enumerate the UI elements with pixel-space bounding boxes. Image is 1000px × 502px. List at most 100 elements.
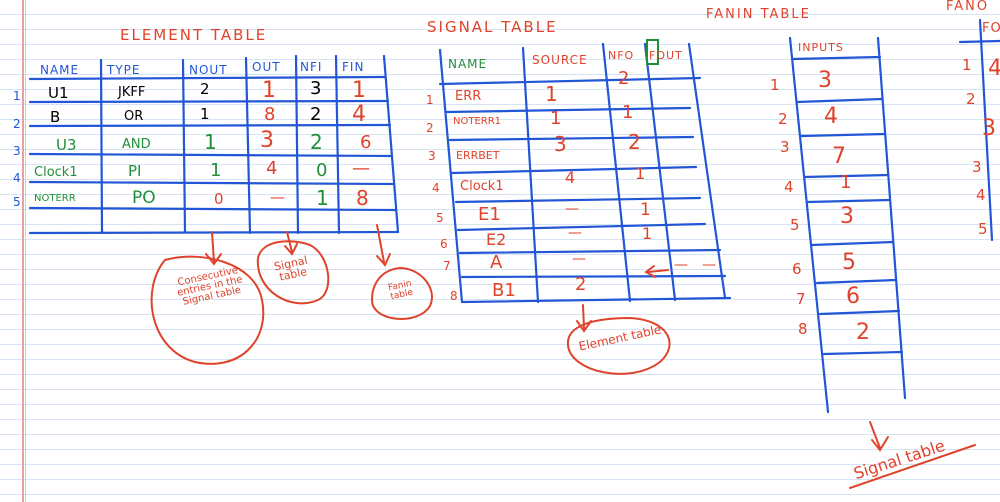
signal-cell: 1 [550, 108, 562, 129]
fanin-value: 5 [842, 250, 856, 275]
element-table-line-h2 [28, 123, 392, 128]
signal-table-line-v0 [438, 48, 464, 304]
arrow-to-signal-note [284, 231, 298, 256]
fanin-row-number: 3 [780, 138, 790, 156]
element-cell: 0 [214, 190, 224, 208]
signal-table-line-v4 [687, 42, 727, 300]
element-cell: 2 [310, 130, 323, 154]
signal-header-fout: FOUT [649, 49, 683, 62]
element-cell: NOTERR [34, 193, 76, 204]
element-row-number: 2 [13, 117, 21, 131]
signal-cell: 2 [618, 68, 630, 89]
element-cell: 1 [204, 130, 217, 154]
signal-header-source: SOURCE [532, 53, 588, 67]
element-cell: AND [122, 137, 151, 152]
element-cell: 3 [260, 128, 274, 153]
signal-table-bottom-underline [849, 444, 976, 489]
element-cell: Clock1 [34, 165, 78, 180]
signal-cell: 1 [642, 224, 653, 243]
fanout-row-number: 3 [972, 158, 982, 176]
signal-cell: — [565, 201, 579, 217]
element-cell: JKFF [118, 85, 146, 100]
signal-table-line-h8 [460, 274, 727, 279]
fanin-table-line-h1 [791, 55, 882, 61]
signal-table-title: SIGNAL TABLE [427, 18, 558, 36]
element-table-line-v2 [181, 58, 187, 234]
signal-table-line-h3 [448, 135, 695, 142]
signal-row-number: 6 [440, 237, 448, 251]
fanin-row-number: 4 [784, 178, 794, 196]
fanout-table-title: FANO [946, 0, 990, 14]
fanin-row-number: 1 [770, 76, 780, 94]
fanin-row-number: 2 [778, 110, 788, 128]
signal-cell: 1 [640, 200, 651, 220]
element-row-number: 4 [13, 171, 21, 185]
signal-table-line-h9 [461, 296, 732, 304]
fanin-value: 3 [818, 68, 832, 93]
fanin-value: 2 [856, 320, 870, 345]
fanin-header-inputs: INPUTS [798, 41, 844, 54]
element-table-line-v4 [294, 54, 300, 235]
fanout-row-number: 1 [962, 56, 972, 74]
signal-table-line-h1 [438, 76, 702, 86]
signal-row-number: 2 [426, 121, 434, 135]
fanin-table-line-v-left [788, 36, 830, 414]
fanout-table-line-h1 [958, 39, 1000, 44]
element-cell: 6 [360, 132, 372, 153]
fanin-table-line-v-right [876, 36, 907, 400]
fanin-table-line-h7 [815, 278, 898, 285]
element-row-number: 3 [13, 144, 21, 158]
element-cell: B [50, 108, 61, 126]
signal-row-number: 8 [450, 289, 458, 303]
signal-row-number: 5 [436, 211, 444, 225]
fanout-table-line-v-left [978, 18, 994, 242]
fanin-value: 6 [846, 284, 860, 309]
fanin-note-circle [370, 266, 433, 320]
element-cell: 2 [310, 104, 322, 125]
signal-cell: A [490, 252, 503, 273]
signal-table-line-h7 [458, 248, 722, 255]
element-cell: 4 [266, 158, 278, 179]
signal-table-line-v3 [643, 42, 677, 302]
element-table-line-v1 [99, 58, 104, 234]
element-table-line-h3 [28, 152, 394, 158]
signal-cell: ERR [455, 89, 482, 104]
signal-row-number: 7 [443, 259, 451, 273]
element-header-fin: FIN [342, 60, 365, 74]
element-cell: U1 [48, 84, 69, 102]
element-table-line-v5 [334, 54, 341, 235]
element-cell: 1 [200, 105, 210, 123]
signal-cell: 3 [554, 132, 567, 156]
fanin-value: 7 [832, 144, 846, 169]
element-table-title: ELEMENT TABLE [120, 26, 268, 44]
fanin-value: 1 [840, 172, 852, 193]
element-cell: — [270, 188, 285, 206]
signal-table-line-v2 [601, 42, 632, 303]
element-cell: 2 [200, 80, 210, 98]
element-cell: 4 [352, 102, 366, 127]
element-cell: — [352, 158, 370, 179]
element-table-line-h1 [28, 99, 390, 104]
signal-cell: — [702, 257, 716, 273]
element-cell: 1 [352, 78, 366, 103]
fanout-value: 3 [982, 116, 996, 141]
consecutive-note-circle [150, 255, 265, 365]
signal-note-circle [256, 240, 330, 305]
element-row-number: 5 [13, 195, 21, 209]
signal-table-line-h2 [445, 106, 692, 114]
fanin-table-line-h3 [799, 132, 887, 138]
arrow-to-signal-table-bottom [869, 421, 889, 452]
arrow-to-fanin-note [376, 224, 391, 267]
element-table-line-v6 [382, 54, 400, 234]
fanin-table-title: FANIN TABLE [706, 7, 811, 22]
element-cell: 8 [264, 104, 276, 125]
signal-table-line-h5 [454, 196, 702, 204]
element-cell: PI [128, 162, 142, 180]
signal-cell: ERRBET [456, 149, 500, 162]
signal-table-line-h4 [450, 165, 698, 175]
element-cell: U3 [56, 136, 77, 154]
signal-cell: 2 [628, 130, 641, 154]
element-cell: 1 [210, 160, 222, 181]
fanin-table-line-h2 [795, 97, 884, 104]
fanin-table-line-h6 [810, 240, 895, 247]
